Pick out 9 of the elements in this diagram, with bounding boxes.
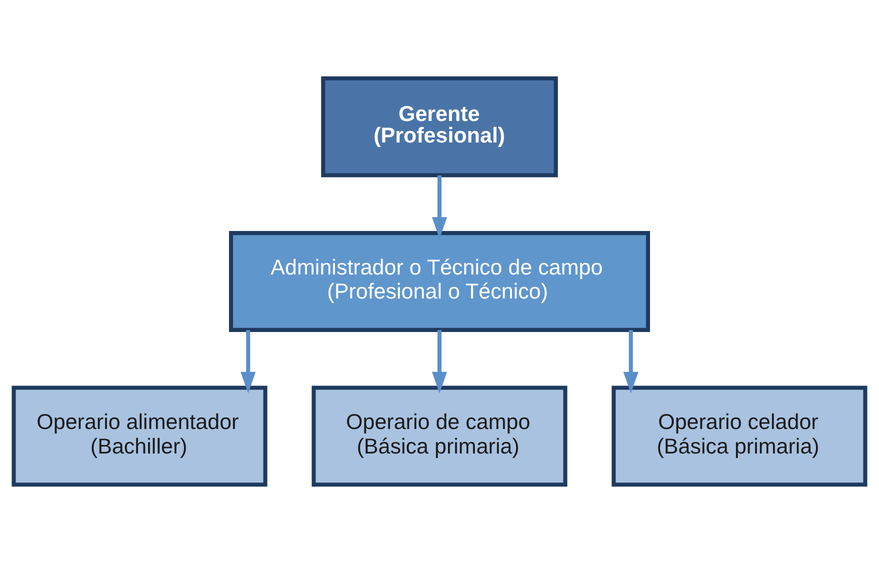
arrow (623, 330, 638, 393)
node-box: Operario celador (Básica primaria) (612, 385, 868, 486)
node-box: Gerente (Profesional) (321, 76, 558, 177)
node-box: Operario alimentador (Bachiller) (12, 385, 268, 486)
node-box: Operario de campo (Básica primaria) (312, 385, 568, 486)
arrow (432, 174, 448, 238)
arrow (432, 330, 448, 393)
node-box: Administrador o Técnico de campo (Profesional o Técnico) (228, 230, 650, 332)
arrow (240, 330, 256, 393)
